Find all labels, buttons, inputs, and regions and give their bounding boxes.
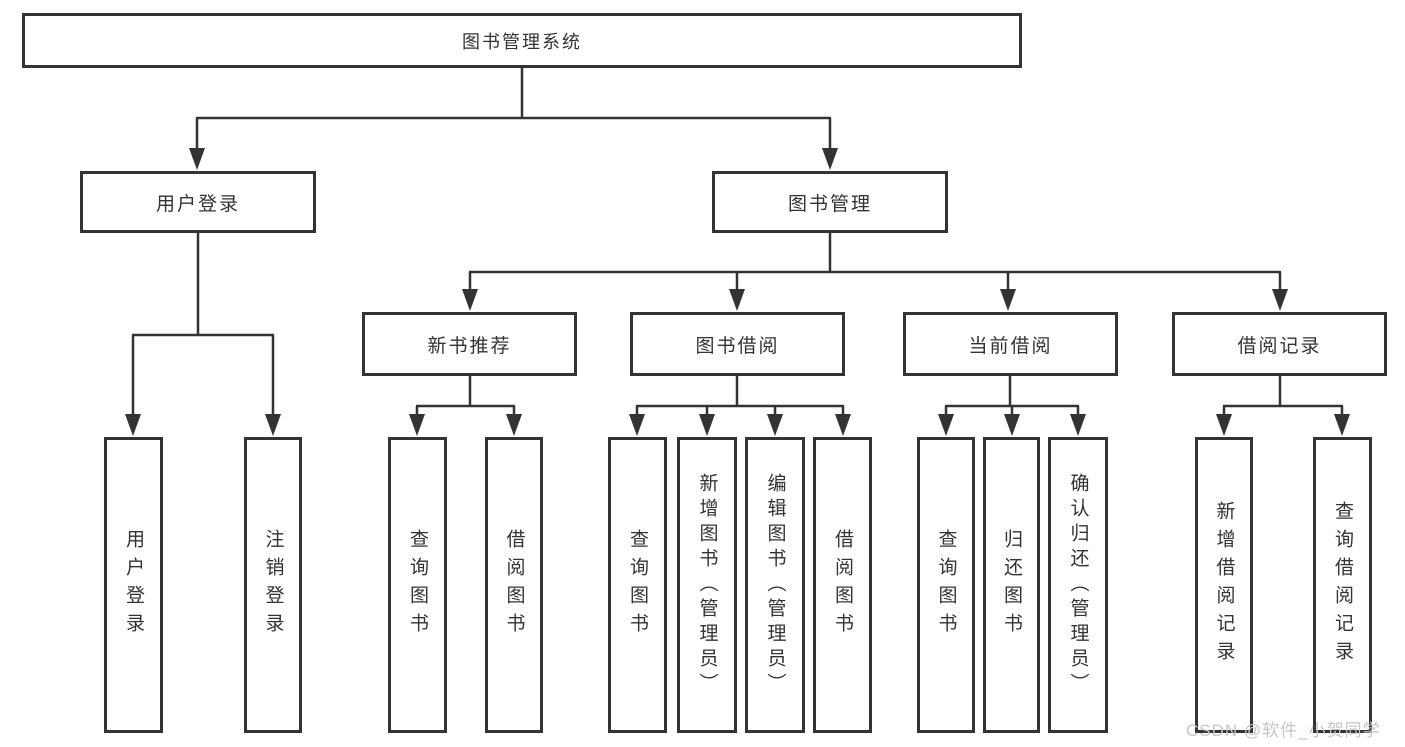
arrowhead [1004, 414, 1020, 436]
arrowhead [767, 414, 783, 436]
node-book-borrow: 图书借阅 [630, 312, 845, 376]
leaf-return-book: 归还图书 [983, 437, 1040, 733]
arrowhead [462, 289, 478, 311]
node-user-login: 用户登录 [80, 171, 316, 233]
node-library-system: 图书管理系统 [22, 13, 1022, 68]
leaf-borrow-book-borrow: 借阅图书 [813, 437, 872, 733]
arrowhead [1216, 414, 1232, 436]
arrowhead [409, 414, 425, 436]
leaf-query-book-current: 查询图书 [917, 437, 975, 733]
arrowhead [265, 414, 281, 436]
leaf-query-book-borrow: 查询图书 [608, 437, 667, 733]
csdn-watermark: CSDN @软件_小贺同学 [1186, 721, 1381, 740]
arrowheads-level3 [462, 289, 1288, 311]
arrowhead [729, 289, 745, 311]
connector-book-borrow-fork [635, 375, 845, 416]
leaf-add-book-admin: 新增图书（管理员） [677, 437, 737, 733]
node-new-book-recommend: 新书推荐 [362, 312, 577, 376]
node-book-management: 图书管理 [712, 171, 948, 233]
connector-new-book-fork [415, 375, 516, 416]
leaf-logout: 注销登录 [244, 437, 302, 733]
leaf-query-book-newbook: 查询图书 [388, 437, 447, 733]
arrowhead [1272, 289, 1288, 311]
arrowhead [835, 414, 851, 436]
arrowhead [938, 414, 954, 436]
arrowhead [189, 148, 205, 170]
node-current-borrow: 当前借阅 [903, 312, 1118, 376]
connector-book-mgmt-fork [468, 232, 1282, 291]
arrowhead [125, 414, 141, 436]
connector-user-login-fork [131, 232, 275, 416]
arrowheads-level2 [189, 148, 838, 170]
arrowhead [1334, 414, 1350, 436]
connector-current-borrow-fork [944, 375, 1080, 416]
arrowhead [822, 148, 838, 170]
arrowhead [699, 414, 715, 436]
leaf-borrow-book-newbook: 借阅图书 [485, 437, 543, 733]
arrowheads-leaves [125, 414, 1350, 436]
leaf-edit-book-admin: 编辑图书（管理员） [745, 437, 805, 733]
leaf-query-borrow-record: 查询借阅记录 [1313, 437, 1372, 733]
leaf-confirm-return-admin: 确认归还（管理员） [1048, 437, 1108, 733]
arrowhead [629, 414, 645, 436]
arrowhead [506, 414, 522, 436]
arrowhead [1070, 414, 1086, 436]
node-borrow-records: 借阅记录 [1172, 312, 1387, 376]
leaf-add-borrow-record: 新增借阅记录 [1195, 437, 1253, 733]
connector-root-to-level2 [195, 68, 832, 150]
arrowhead [1000, 289, 1016, 311]
leaf-user-login: 用户登录 [104, 437, 163, 733]
connector-borrow-records-fork [1222, 375, 1344, 416]
